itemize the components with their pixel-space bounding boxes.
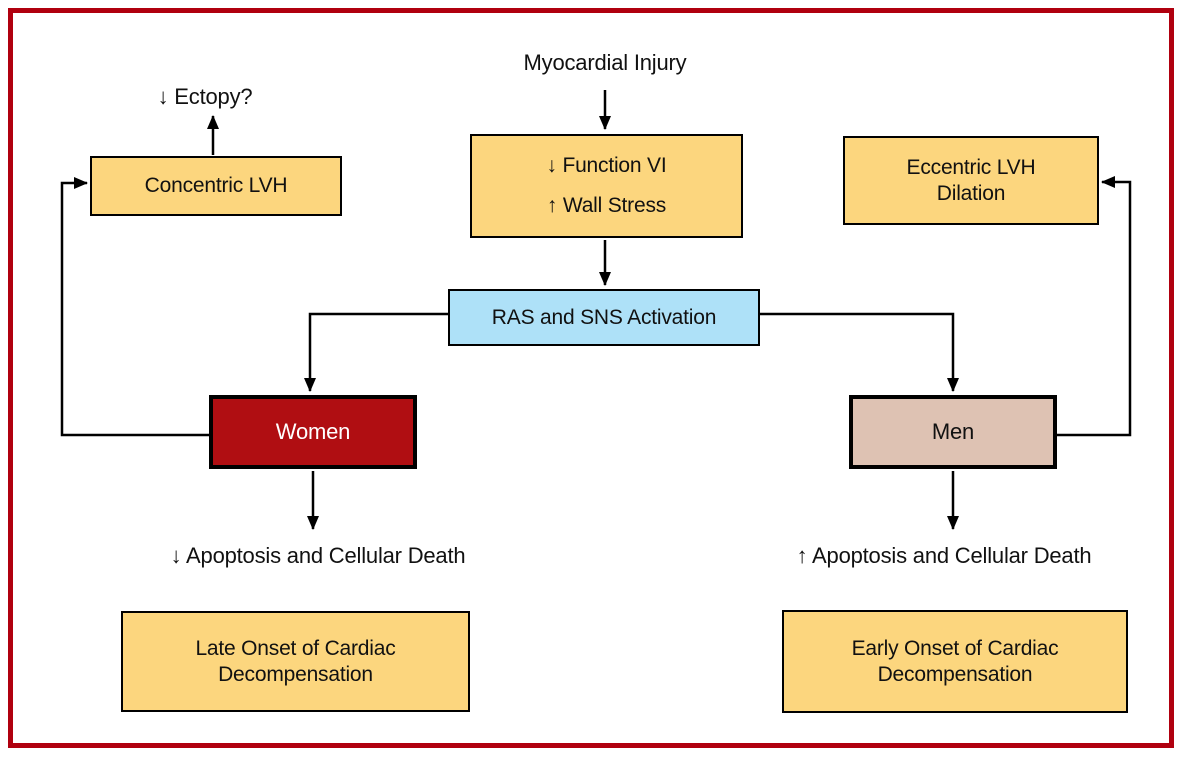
wall-stress-line: ↑ Wall Stress <box>546 194 667 217</box>
decreased-apoptosis-label: ↓ Apoptosis and Cellular Death <box>170 543 466 568</box>
eccentric-lvh-box: Eccentric LVH Dilation <box>843 136 1099 225</box>
men-box: Men <box>849 395 1057 469</box>
function-line: ↓ Function VI <box>546 154 667 177</box>
late-decompensation-line: Decompensation <box>218 662 373 686</box>
women-label: Women <box>275 419 351 444</box>
function-wall-stress-box: ↓ Function VI ↑ Wall Stress <box>470 134 743 238</box>
late-onset-line: Late Onset of Cardiac <box>195 636 396 660</box>
early-decompensation-line: Decompensation <box>877 662 1033 686</box>
early-onset-line: Early Onset of Cardiac <box>851 636 1059 660</box>
concentric-lvh-box: Concentric LVH <box>90 156 342 216</box>
diagram-frame <box>8 8 1174 748</box>
ectopy-label: ↓ Ectopy? <box>157 84 253 109</box>
increased-apoptosis-label: ↑ Apoptosis and Cellular Death <box>796 543 1092 568</box>
women-box: Women <box>209 395 417 469</box>
late-onset-box: Late Onset of Cardiac Decompensation <box>121 611 470 712</box>
ras-sns-label: RAS and SNS Activation <box>491 305 717 329</box>
early-onset-box: Early Onset of Cardiac Decompensation <box>782 610 1128 713</box>
eccentric-lvh-line: Eccentric LVH <box>906 155 1036 179</box>
dilation-line: Dilation <box>936 181 1006 205</box>
concentric-lvh-label: Concentric LVH <box>144 174 288 197</box>
ras-sns-activation-box: RAS and SNS Activation <box>448 289 760 346</box>
men-label: Men <box>931 419 975 444</box>
myocardial-injury-label: Myocardial Injury <box>523 50 687 75</box>
